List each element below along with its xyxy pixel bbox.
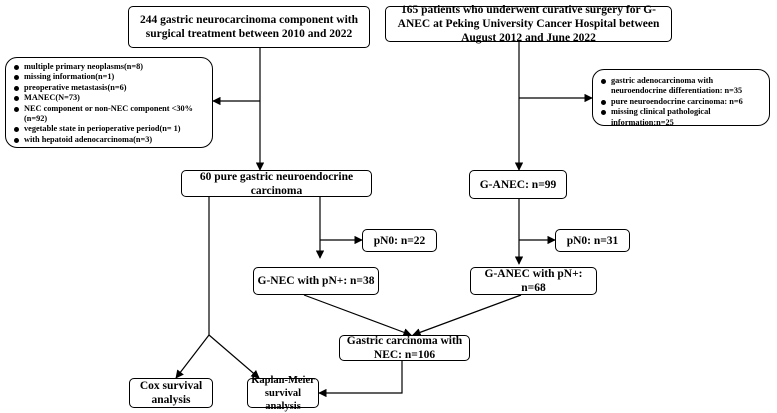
ganec-text: G-ANEC: n=99 [479,178,557,191]
right-top-box: 165 patients who underwent curative surg… [385,4,672,44]
km-box: Kaplan-Meier survival analysis [247,375,319,412]
arrow-ganec-pn-to-combined [412,294,522,337]
pn0-left-text: pN0: n=22 [373,234,426,247]
left-exclusion-item: missing information(n=1) [14,72,206,82]
left-exclusion-item: preoperative metastasis(n=6) [14,83,206,93]
pn0-right-text: pN0: n=31 [566,234,619,247]
km-text: Kaplan-Meier survival analysis [251,374,315,412]
gnec-pn-text: G-NEC with pN+: n=38 [257,275,375,287]
right-exclusions-box: gastric adenocarcinoma with neuroendocri… [592,69,770,128]
right-top-text: 165 patients who underwent curative surg… [397,4,660,44]
pn0-left-box: pN0: n=22 [362,229,437,252]
pn0-right-box: pN0: n=31 [555,229,630,252]
left-exclusion-item: with hepatoid adenocarcinoma(n=3) [14,135,206,145]
left-top-box: 244 gastric neurocarcinoma component wit… [128,6,370,48]
left-exclusion-item: MANEC(N=73) [14,93,206,103]
ganec-box: G-ANEC: n=99 [469,170,567,199]
ganec-pn-box: G-ANEC with pN+: n=68 [470,267,597,295]
left-exclusion-item: vegetable state in perioperative period(… [14,124,206,134]
cox-text: Cox survival analysis [139,380,203,406]
pure-gnec-box: 60 pure gastric neuroendocrine carcinoma [181,170,372,197]
ganec-pn-text: G-ANEC with pN+: n=68 [484,268,583,294]
cox-box: Cox survival analysis [129,378,213,408]
arrow-gnec-to-combined [303,294,412,337]
arrow-combined-to-km [318,361,403,398]
left-exclusions-box: multiple primary neoplasms(n=8) missing … [5,57,213,148]
combined-box: Gastric carcinoma with NEC: n=106 [339,335,470,361]
arrow-to-cox [175,334,210,379]
left-exclusion-item: NEC component or non-NEC component <30%(… [14,104,206,125]
combined-text: Gastric carcinoma with NEC: n=106 [346,335,463,361]
pure-gnec-text: 60 pure gastric neuroendocrine carcinoma [199,170,354,197]
right-exclusion-item: missing clinical pathological informatio… [601,107,763,128]
right-exclusion-item: pure neuroendocrine carcinoma: n=6 [601,97,763,107]
left-exclusion-item: multiple primary neoplasms(n=8) [14,62,206,72]
right-exclusion-item: gastric adenocarcinoma with neuroendocri… [601,76,763,97]
gnec-pn-box: G-NEC with pN+: n=38 [253,267,379,295]
arrow-to-km [208,334,260,379]
left-top-text: 244 gastric neurocarcinoma component wit… [139,14,359,40]
